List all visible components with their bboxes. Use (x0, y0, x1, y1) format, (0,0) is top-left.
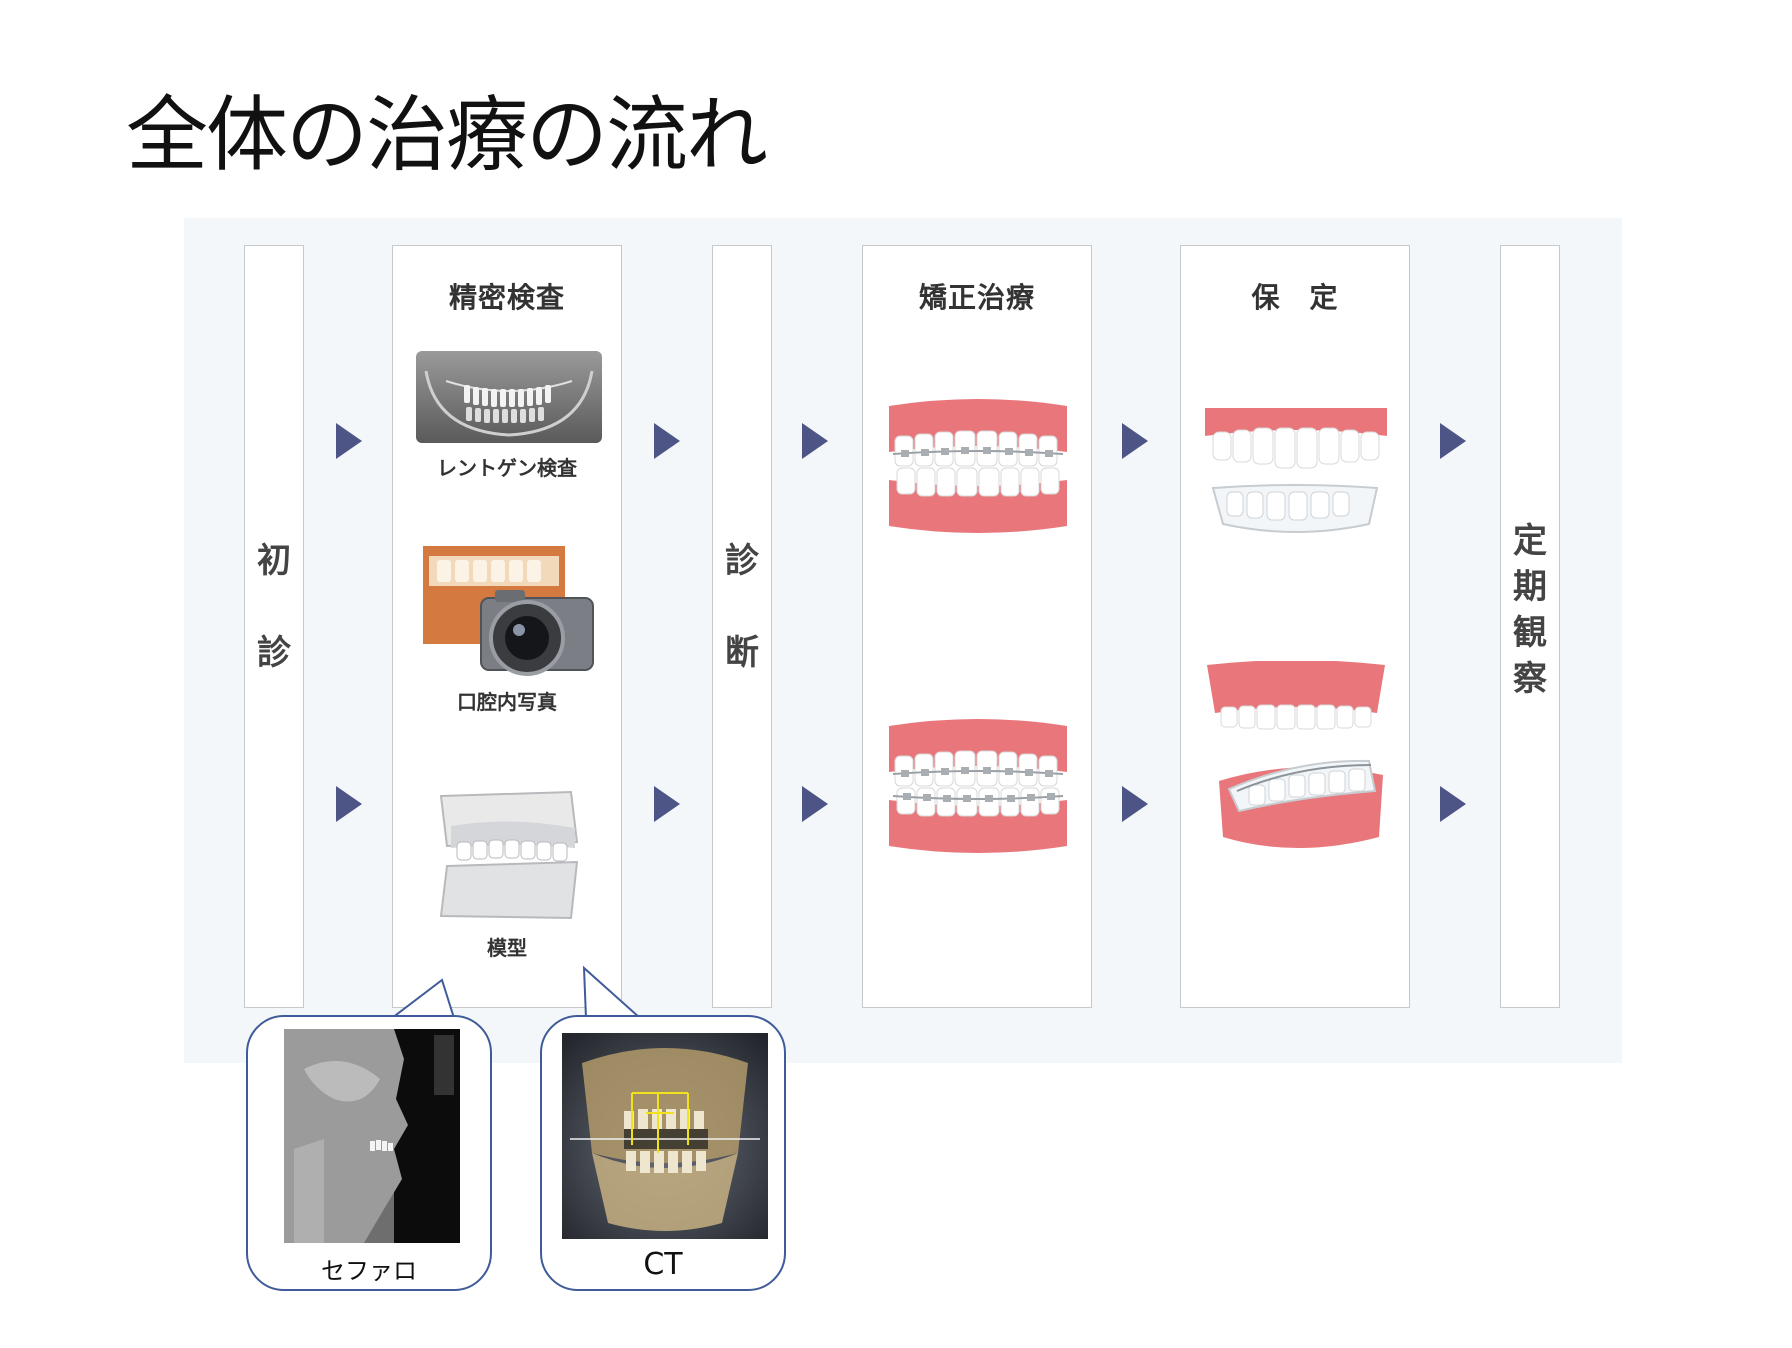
page-title: 全体の治療の流れ (126, 88, 768, 183)
braces-teeth-icon (889, 399, 1067, 533)
followup-char-4: 察 (1513, 659, 1547, 699)
column-orthodontic-treatment: 矯正治療 (862, 245, 1092, 1008)
followup-char-3: 観 (1513, 613, 1547, 653)
column-regular-followup: 定 期 観 察 (1500, 245, 1560, 1008)
ct-bubble: CT (540, 1015, 786, 1291)
flow-arrow-icon (1122, 423, 1148, 459)
exam-heading: 精密検査 (448, 281, 565, 314)
cephalo-label: セファロ (321, 1257, 417, 1285)
intraoral-photo-caption: 口腔内写真 (457, 690, 557, 714)
followup-char-2: 期 (1513, 567, 1547, 607)
bubble-tail (582, 965, 641, 1022)
flow-arrow-icon (336, 423, 362, 459)
diagnosis-char-2: 断 (725, 633, 759, 673)
followup-char-1: 定 (1513, 521, 1547, 561)
column-initial-consult: 初 診 (244, 245, 304, 1008)
flow-arrow-icon (802, 786, 828, 822)
flow-arrow-icon (1122, 786, 1148, 822)
retention-heading: 保 定 (1251, 281, 1339, 314)
initial-char-1: 初 (257, 541, 291, 581)
cephalo-bubble: セファロ (246, 1015, 492, 1291)
flow-arrow-icon (336, 786, 362, 822)
flow-arrow-icon (1440, 423, 1466, 459)
clear-retainer-icon (1205, 408, 1387, 533)
dental-model-icon (439, 790, 579, 920)
bubble-tail (391, 978, 455, 1022)
column-retention: 保 定 (1180, 245, 1410, 1008)
column-detailed-exam: 精密検査 レントゲン検査 (392, 245, 622, 1008)
diagnosis-char-1: 診 (725, 541, 759, 581)
wire-retainer-icon (1207, 661, 1385, 848)
braces-teeth-icon-2 (889, 719, 1067, 853)
model-caption: 模型 (487, 936, 527, 960)
ct-scan-icon (562, 1033, 768, 1239)
treatment-heading: 矯正治療 (918, 281, 1035, 314)
cephalometric-xray-icon (284, 1029, 460, 1243)
camera-icon (423, 546, 594, 676)
initial-char-2: 診 (257, 633, 291, 673)
flow-arrow-icon (802, 423, 828, 459)
ct-label: CT (643, 1247, 683, 1282)
panoramic-xray-icon (416, 351, 602, 443)
flow-arrow-icon (654, 786, 680, 822)
flow-arrow-icon (1440, 786, 1466, 822)
column-diagnosis: 診 断 (712, 245, 772, 1008)
xray-caption: レントゲン検査 (437, 456, 577, 480)
flow-arrow-icon (654, 423, 680, 459)
